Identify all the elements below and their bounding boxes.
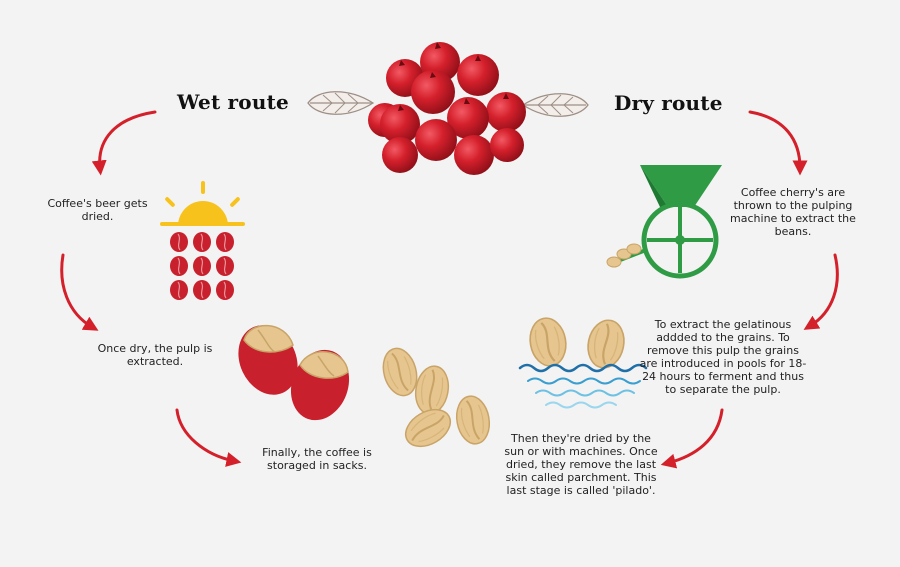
leaf-icon — [522, 93, 589, 117]
coffee-bean-icon — [525, 314, 630, 373]
step-dry-pulping: Coffee cherry's are thrown to the pulpin… — [730, 186, 856, 238]
arrow-wet-3 — [175, 408, 242, 467]
step-dry-pilado: Then they're dried by the sun or with ma… — [504, 432, 658, 497]
arrow-dry-1 — [748, 110, 808, 176]
arrow-wet-1 — [91, 110, 157, 176]
arrow-dry-3 — [660, 408, 724, 469]
arrow-wet-2 — [60, 253, 99, 331]
arrow-dry-2 — [803, 253, 839, 330]
dry-route-title: Dry route — [614, 91, 723, 115]
sun-icon — [160, 181, 245, 226]
leaf-icon — [307, 91, 374, 115]
step-wet-dried: Coffee's beer gets dried. — [47, 197, 148, 223]
step-final-sacks: Finally, the coffee is storaged in sacks… — [262, 446, 372, 472]
flow-arrows — [60, 110, 839, 469]
water-waves-icon — [518, 363, 648, 409]
step-dry-ferment: To extract the gelatinous addded to the … — [639, 318, 807, 396]
coffee-cherries-icon — [368, 42, 526, 175]
pulped-beans-icon — [238, 324, 350, 421]
coffee-bean-icon — [377, 343, 494, 455]
step-wet-pulp: Once dry, the pulp is extracted. — [97, 342, 213, 368]
wet-route-title: Wet route — [177, 90, 289, 114]
pulping-machine-icon — [606, 165, 722, 279]
drying-beans-grid — [169, 231, 235, 301]
